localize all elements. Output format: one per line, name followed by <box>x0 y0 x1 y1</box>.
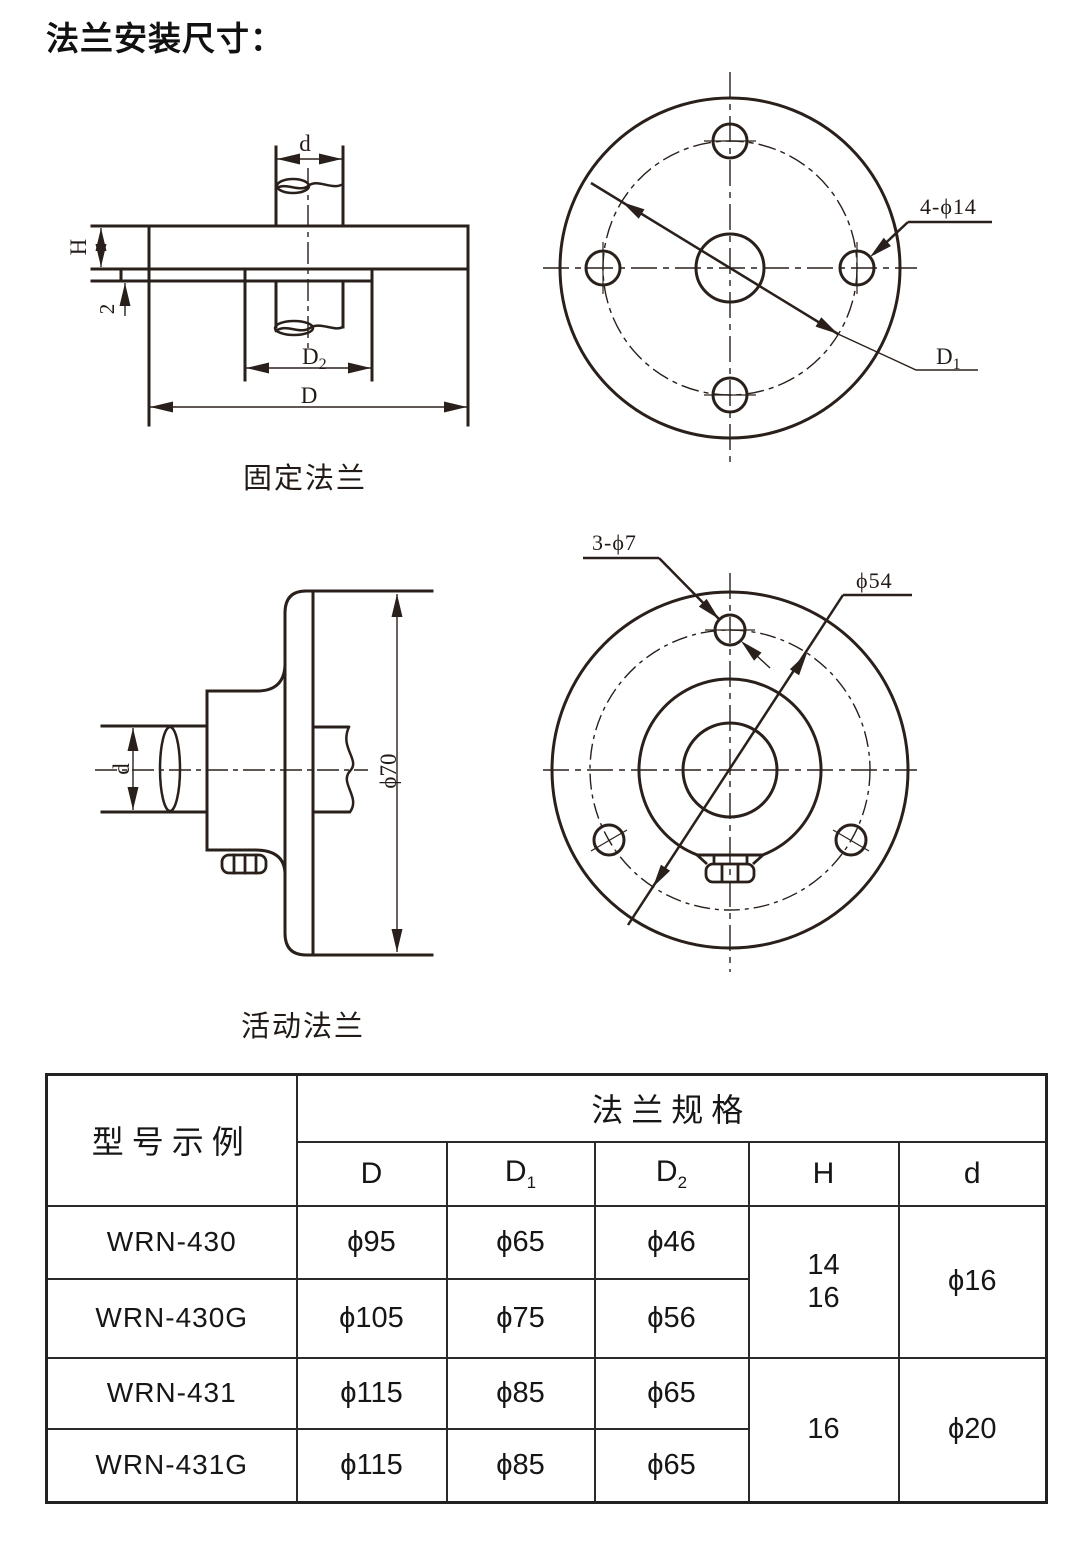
cell-D1: ϕ65 <box>445 1204 596 1280</box>
hub-top-fillet <box>255 663 287 693</box>
cell-D1: ϕ85 <box>445 1427 596 1504</box>
fixed-flange-side-dimensions <box>100 158 467 408</box>
dim-D1-leader <box>837 333 978 371</box>
table-subheader-row: D D1 D2 H d <box>47 1140 1048 1207</box>
arrowhead <box>277 153 300 165</box>
dim-2-label: 2 <box>95 304 119 315</box>
table-header-row: 型号示例 法兰规格 <box>45 1073 1048 1207</box>
arrowhead <box>127 787 139 810</box>
movable-flange-front-centerlines <box>543 573 917 972</box>
page-title: 法兰安装尺寸： <box>46 20 284 57</box>
cell-D2: ϕ56 <box>593 1277 750 1359</box>
fixed-flange-caption: 固定法兰 <box>243 462 367 495</box>
movable-flange-side-dimensions <box>95 594 398 952</box>
header-col-D2: D2 <box>593 1140 750 1207</box>
cell-D: ϕ95 <box>295 1204 448 1280</box>
clamp-nut <box>220 853 268 875</box>
arrowhead <box>119 283 131 306</box>
hub-bottom-fillet <box>253 848 287 875</box>
cell-D: ϕ115 <box>295 1427 448 1504</box>
bolt-holes-label: 4-ϕ14 <box>920 194 977 219</box>
cell-D2: ϕ65 <box>593 1427 750 1504</box>
cell-model: WRN-431G <box>45 1427 298 1504</box>
movable-flange-side-view <box>100 589 434 957</box>
cell-H-row1: 14 <box>807 1248 840 1281</box>
fixed-flange-side-view <box>90 145 470 427</box>
cell-model: WRN-430 <box>45 1204 298 1280</box>
tube-break-ellipse <box>158 725 182 813</box>
cell-D1: ϕ75 <box>445 1277 596 1359</box>
cell-H-row2: 16 <box>807 1281 840 1314</box>
movable-flange-front-dimensions <box>583 556 912 926</box>
dim-D2-label: D2 <box>302 344 327 373</box>
stub-break-wave <box>345 725 355 814</box>
cell-D: ϕ115 <box>295 1356 448 1430</box>
header-col-D1-main: D <box>504 1154 527 1188</box>
lower-break-ellipse <box>273 319 315 337</box>
arrowhead <box>391 594 403 617</box>
header-col-D1: D1 <box>445 1140 596 1207</box>
hub-circle-flatted <box>637 677 823 857</box>
cell-model: WRN-431 <box>45 1356 298 1430</box>
nut-ear <box>752 853 764 866</box>
plate-bottom-corner <box>283 931 308 957</box>
cell-d-merged: ϕ16 <box>897 1204 1048 1359</box>
table-row: WRN-431 ϕ115 ϕ85 ϕ65 16 ϕ20 <box>45 1356 1048 1504</box>
table-row: WRN-431G ϕ115 ϕ85 ϕ65 <box>45 1427 1047 1504</box>
header-col-d: d <box>897 1140 1048 1207</box>
cell-D: ϕ105 <box>295 1277 448 1359</box>
header-col-H: H <box>747 1140 900 1207</box>
header-col-D2-main: D <box>655 1154 678 1188</box>
bolt-hole-lower-right <box>834 823 868 857</box>
header-col-D1-sub: 1 <box>526 1172 537 1192</box>
dim-D1-label: D1 <box>936 344 961 373</box>
dim-d-label: d <box>299 131 311 156</box>
table-row: WRN-430 ϕ95 ϕ65 ϕ46 14 16 ϕ16 <box>45 1204 1048 1359</box>
bolt-holes-label: 3-ϕ7 <box>592 530 637 555</box>
arrowhead <box>150 401 173 413</box>
arrowhead <box>348 362 371 374</box>
header-spec: 法兰规格 <box>295 1073 1048 1143</box>
arrowhead <box>127 728 139 751</box>
nut-ear <box>696 853 708 866</box>
fixed-flange-side-arrowheads <box>95 153 467 413</box>
flange-spec-table: 型号示例 法兰规格 D D1 D2 H d WRN-430 ϕ95 ϕ65 ϕ4… <box>45 1073 1049 1504</box>
arrowhead <box>444 401 467 413</box>
flange-drawings: d H 2 D2 D 固定法兰 <box>66 72 992 1043</box>
header-col-D2-sub: 2 <box>677 1172 688 1192</box>
dim-d-label: d <box>109 763 134 775</box>
movable-flange-caption: 活动法兰 <box>241 1010 365 1043</box>
cell-D2: ϕ46 <box>593 1204 750 1280</box>
dim-dia54-label: ϕ54 <box>856 568 893 593</box>
arrowhead <box>95 244 107 267</box>
cell-model: WRN-430G <box>45 1277 298 1359</box>
arrowhead <box>246 362 269 374</box>
dim-H-label: H <box>66 239 91 256</box>
hole-tick <box>590 829 628 852</box>
hole-tick <box>832 829 870 852</box>
arrowhead <box>391 929 403 952</box>
cell-d-merged: ϕ20 <box>897 1356 1048 1504</box>
dim-dia70-label: ϕ70 <box>376 753 401 788</box>
table-row: WRN-430G ϕ105 ϕ75 ϕ56 <box>45 1277 1047 1359</box>
bolt-hole-lower-left <box>592 823 626 857</box>
header-model: 型号示例 <box>45 1073 298 1207</box>
header-col-D: D <box>295 1140 448 1207</box>
dim-D-label: D <box>301 383 318 408</box>
cell-H-merged: 14 16 <box>747 1204 900 1359</box>
arrowhead <box>319 153 342 165</box>
cell-D1: ϕ85 <box>445 1356 596 1430</box>
cell-D2: ϕ65 <box>593 1356 750 1430</box>
plate-top-corner <box>283 589 308 615</box>
lower-break-wave <box>274 324 345 333</box>
cell-H-merged: 16 <box>747 1356 900 1504</box>
